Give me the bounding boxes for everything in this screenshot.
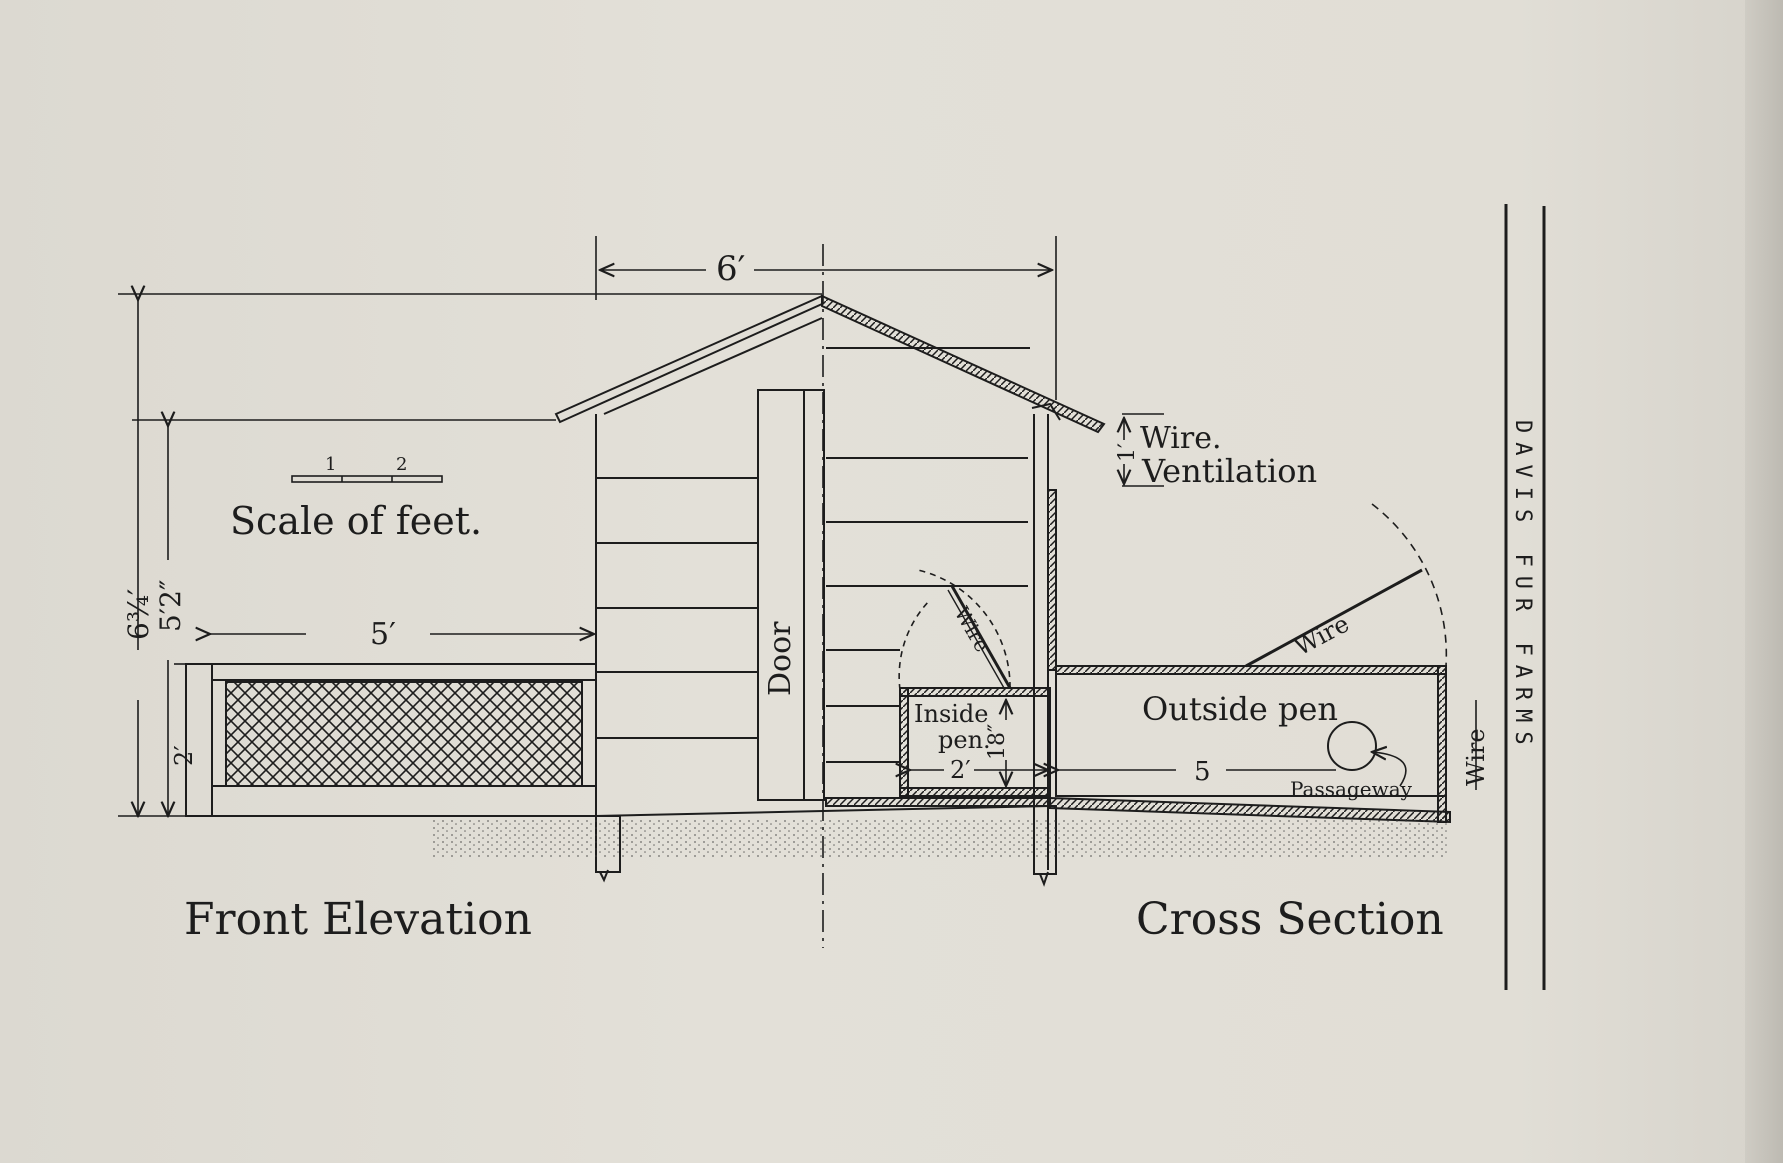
vent-dim-label: 1′: [1115, 443, 1140, 462]
height-label-total: 6¾′: [122, 589, 155, 640]
width-label-run: 5′: [370, 617, 396, 652]
wire-outer-label: Wire: [1290, 610, 1354, 662]
front-elevation-drawing: [185, 294, 1106, 883]
inside-width-label: 2′: [950, 756, 971, 784]
door: [757, 389, 805, 801]
dimension-lines: [118, 204, 1546, 990]
front-elevation-title: Front Elevation: [184, 894, 532, 945]
passageway-label: Passageway: [1290, 777, 1413, 801]
inside-pen-label-2: pen.: [938, 726, 991, 754]
wire-lattice: [225, 681, 583, 787]
scale-tick-1: 1: [325, 454, 336, 475]
door-label: Door: [763, 621, 798, 696]
inside-pen-label-1: Inside: [914, 700, 989, 728]
run-post: [185, 663, 213, 817]
height-label-pen: 2′: [170, 745, 198, 766]
outside-width-label: 5: [1194, 757, 1211, 787]
scale-bar: [291, 475, 443, 483]
ventilation-label: Ventilation: [1141, 452, 1317, 490]
cross-section-title: Cross Section: [1136, 894, 1444, 945]
outside-pen-label: Outside pen: [1142, 690, 1338, 728]
wire-side-label: Wire: [1462, 728, 1490, 786]
scale-title: Scale of feet.: [230, 499, 482, 543]
width-label-6ft: 6′: [716, 249, 745, 289]
inside-height-label: 18″: [985, 724, 1010, 760]
scale-tick-2: 2: [396, 454, 407, 475]
height-label-eave: 5′2″: [154, 580, 187, 632]
wire-vent-label: Wire.: [1140, 421, 1222, 456]
page-edge: [1745, 0, 1783, 1163]
cross-section-drawing: [430, 402, 1477, 887]
brand-davis-fur-farms: DAVIS FUR FARMS: [1510, 420, 1535, 754]
passageway-opening: [1327, 721, 1377, 771]
